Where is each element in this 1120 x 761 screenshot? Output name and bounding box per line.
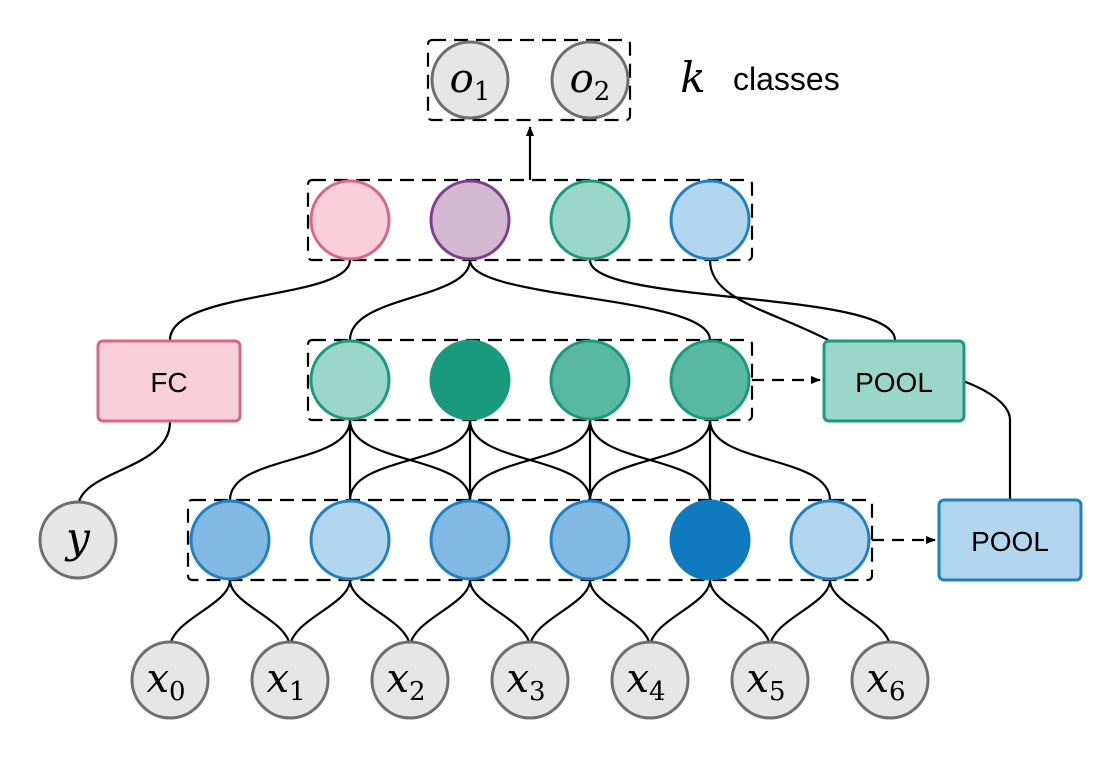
edge-x0-b0 xyxy=(168,579,232,649)
output-node-2: o2 xyxy=(550,40,630,120)
edge-pooltop-teal xyxy=(588,259,897,341)
edge-b0-t0 xyxy=(228,419,352,501)
input-node-x5: x5 xyxy=(730,640,810,720)
svg-text:x0: x0 xyxy=(146,656,185,707)
svg-text:x1: x1 xyxy=(266,656,305,707)
conv1-node-1 xyxy=(309,499,391,581)
edge-x3-b2 xyxy=(468,579,532,649)
edge-b3-t1 xyxy=(468,419,592,501)
pool-bottom-box: POOL xyxy=(937,498,1083,582)
input-node-x1: x1 xyxy=(250,640,330,720)
edge-x1-b1 xyxy=(288,579,352,649)
edge-x3-b3 xyxy=(528,579,592,649)
edge-x5-b5 xyxy=(768,579,832,649)
edge-x2-b1 xyxy=(348,579,412,649)
svg-text:POOL: POOL xyxy=(971,526,1049,557)
conv2-group-box xyxy=(306,338,754,422)
summary-group-box xyxy=(306,178,754,262)
edge-x1-b0 xyxy=(228,579,292,649)
conv2-node-1 xyxy=(429,339,511,421)
conv2-node-2 xyxy=(549,339,631,421)
svg-text:x5: x5 xyxy=(746,656,785,707)
edge-t0-purple xyxy=(348,259,472,341)
conv1-node-0 xyxy=(189,499,271,581)
input-node-x0: x0 xyxy=(130,640,210,720)
edge-x4-b3 xyxy=(588,579,652,649)
y-node: y xyxy=(38,500,118,580)
conv1-group-box xyxy=(186,498,874,582)
edge-b2-t0 xyxy=(348,419,472,501)
input-node-x4: x4 xyxy=(610,640,690,720)
edge-x4-b4 xyxy=(648,579,712,649)
svg-text:x2: x2 xyxy=(386,656,425,707)
input-node-x2: x2 xyxy=(370,640,450,720)
svg-text:o1: o1 xyxy=(450,56,491,107)
classes-label: classes xyxy=(733,61,840,97)
input-node-x3: x3 xyxy=(490,640,570,720)
output-group-box xyxy=(426,38,632,122)
summary-node-teal xyxy=(549,179,631,261)
conv2-node-3 xyxy=(669,339,751,421)
svg-text:POOL: POOL xyxy=(855,367,933,398)
input-node-x6: x6 xyxy=(850,640,930,720)
edge-x2-b2 xyxy=(408,579,472,649)
summary-node-purple xyxy=(429,179,511,261)
svg-text:x6: x6 xyxy=(866,656,905,707)
k-symbol: k xyxy=(680,53,705,102)
svg-text:FC: FC xyxy=(150,367,187,398)
edge-b4-t2 xyxy=(588,419,712,501)
summary-node-blue xyxy=(669,179,751,261)
edge-poolbottom-pooltop xyxy=(959,378,1012,500)
edge-x5-b4 xyxy=(708,579,772,649)
conv1-node-4 xyxy=(669,499,751,581)
svg-text:x4: x4 xyxy=(626,656,665,707)
conv1-node-2 xyxy=(429,499,511,581)
connections xyxy=(76,259,1012,649)
conv1-node-3 xyxy=(549,499,631,581)
edge-b5-t3 xyxy=(708,419,832,501)
conv2-node-0 xyxy=(309,339,391,421)
fc-box: FC xyxy=(96,339,242,423)
edge-x6-b5 xyxy=(828,579,892,649)
edge-fc-pink xyxy=(168,259,352,341)
edge-y-fc xyxy=(76,421,172,509)
edge-pooltop-blue xyxy=(708,259,829,341)
edge-t3-purple xyxy=(468,259,712,341)
svg-text:x3: x3 xyxy=(506,656,545,707)
conv1-node-5 xyxy=(789,499,871,581)
pool-top-box: POOL xyxy=(822,339,966,423)
summary-node-pink xyxy=(309,179,391,261)
output-node-1: o1 xyxy=(430,40,510,120)
svg-text:y: y xyxy=(64,513,91,562)
svg-text:o2: o2 xyxy=(570,56,611,107)
